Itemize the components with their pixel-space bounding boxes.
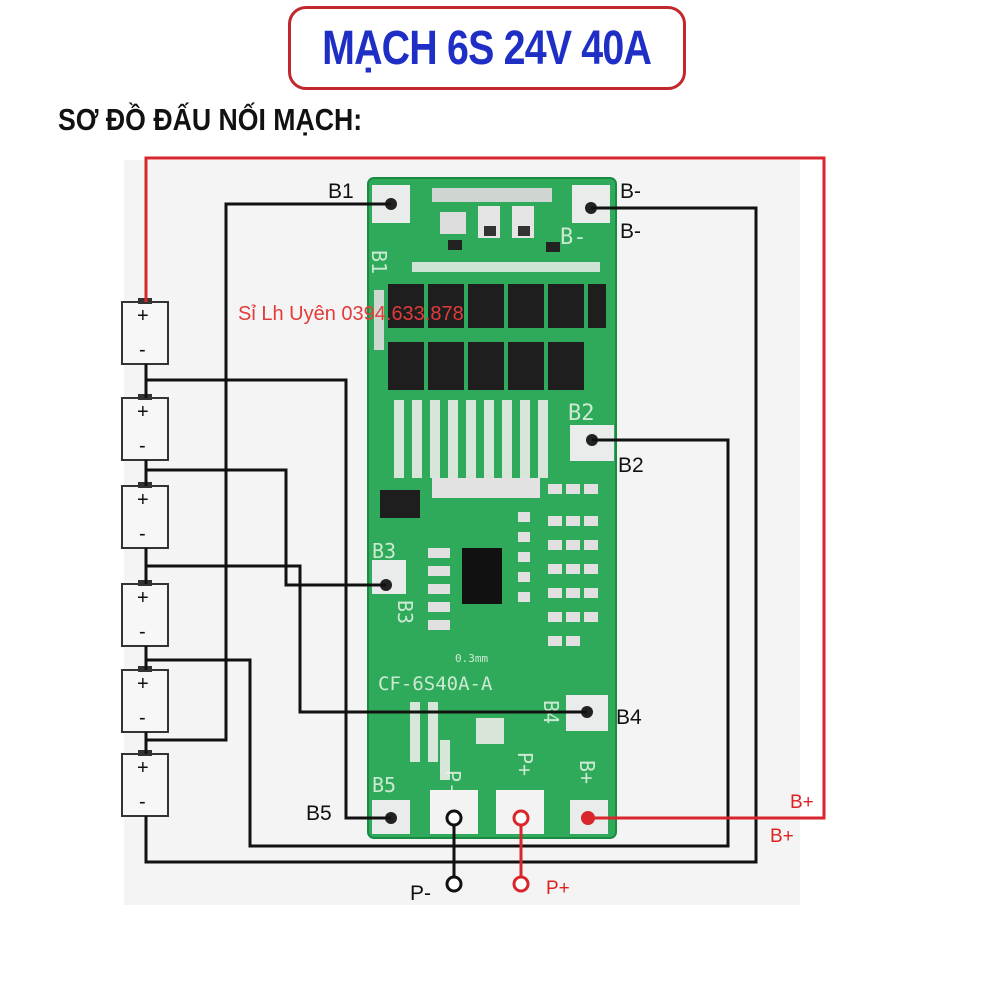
- lower-components: [410, 702, 504, 780]
- cell-6-minus: -: [139, 791, 146, 813]
- p-minus-pad-dot: [445, 809, 463, 827]
- label-b2: B2: [618, 454, 644, 477]
- watermark: Sỉ Lh Uyên 0394.633.878: [238, 303, 464, 325]
- trace-bar: [412, 262, 600, 272]
- pcb-silk-small: 0.3mm: [455, 652, 488, 665]
- smd-top-1: [448, 240, 462, 250]
- diagram-subtitle: SƠ ĐỒ ĐẤU NỐI MẠCH:: [58, 102, 363, 137]
- cell-2-minus: -: [139, 435, 146, 457]
- wire-b2: [146, 438, 730, 848]
- p-plus-terminal-dot: [512, 875, 530, 893]
- resistor-column: [374, 290, 384, 350]
- pcb-silk-b5: B5: [372, 773, 396, 797]
- pcb-silk-b3: B3: [393, 600, 417, 624]
- wire-b5: [146, 378, 391, 820]
- cell-4-minus: -: [139, 621, 146, 643]
- label-p-minus: P-: [410, 882, 431, 905]
- cell-5-plus: +: [137, 673, 149, 695]
- mosfet-row-2: [388, 342, 584, 390]
- cell-1-plus: +: [137, 305, 149, 327]
- pcb-model: CF-6S40A-A: [378, 673, 493, 695]
- pcb-silk-b2: B2: [568, 401, 595, 426]
- pcb-silk-p-plus: P+: [513, 752, 537, 776]
- smd-grid: [428, 484, 598, 646]
- p-plus-pad-dot: [512, 809, 530, 827]
- shunt-bar: [432, 188, 552, 202]
- label-b-minus-1: B-: [620, 180, 641, 203]
- cell-3-minus: -: [139, 523, 146, 545]
- cell-1-minus: -: [139, 339, 146, 361]
- pcb-silk-b3-top: B3: [372, 539, 396, 563]
- p-minus-terminal-dot: [445, 875, 463, 893]
- b-plus-pad-dot: [581, 811, 595, 825]
- black-wires: [144, 202, 758, 884]
- page-title: MẠCH 6S 24V 40A: [322, 21, 653, 75]
- pcb-silk-b-minus: B-: [560, 225, 587, 250]
- label-b4: B4: [616, 706, 642, 729]
- label-b1: B1: [328, 180, 354, 203]
- pcb-silk-p-minus: P-: [441, 770, 465, 794]
- battery-cell-6: + -: [121, 750, 169, 817]
- battery-cell-1: + -: [121, 298, 169, 365]
- mosfet-row-1: [388, 284, 606, 328]
- battery-cell-3: + -: [121, 482, 169, 549]
- balance-connector: [432, 478, 540, 498]
- battery-cell-2: + -: [121, 394, 169, 461]
- wire-b4: [146, 564, 587, 714]
- cell-4-plus: +: [137, 587, 149, 609]
- label-p-plus: P+: [546, 878, 570, 899]
- wire-b1: [146, 202, 391, 742]
- bms-board: B1 B-: [367, 177, 617, 839]
- wire-b-plus: [144, 156, 826, 820]
- battery-cell-5: + -: [121, 666, 169, 733]
- resistor-1: [440, 212, 466, 234]
- resistor-strips: [394, 400, 548, 478]
- label-b-plus-1: B+: [790, 792, 814, 813]
- fet-small-1-body: [484, 226, 496, 236]
- pcb-outline: [367, 177, 617, 839]
- cell-3-plus: +: [137, 489, 149, 511]
- fet-small-2-body: [518, 226, 530, 236]
- pcb-silk-b-plus: B+: [575, 760, 599, 784]
- label-b-plus-2: B+: [770, 826, 794, 847]
- smd-top-2: [546, 242, 560, 252]
- battery-cell-4: + -: [121, 580, 169, 647]
- title-box: MẠCH 6S 24V 40A: [288, 6, 686, 90]
- cell-6-plus: +: [137, 757, 149, 779]
- red-wires: [144, 156, 826, 884]
- wire-b-minus: [144, 206, 758, 864]
- label-b5: B5: [306, 802, 332, 825]
- pcb-silk-b1: B1: [367, 250, 391, 274]
- cell-2-plus: +: [137, 401, 149, 423]
- bms-ic: [462, 548, 502, 604]
- cell-5-minus: -: [139, 707, 146, 729]
- label-b-minus-2: B-: [620, 220, 641, 243]
- ic-small: [380, 490, 420, 518]
- wire-b3: [146, 468, 386, 587]
